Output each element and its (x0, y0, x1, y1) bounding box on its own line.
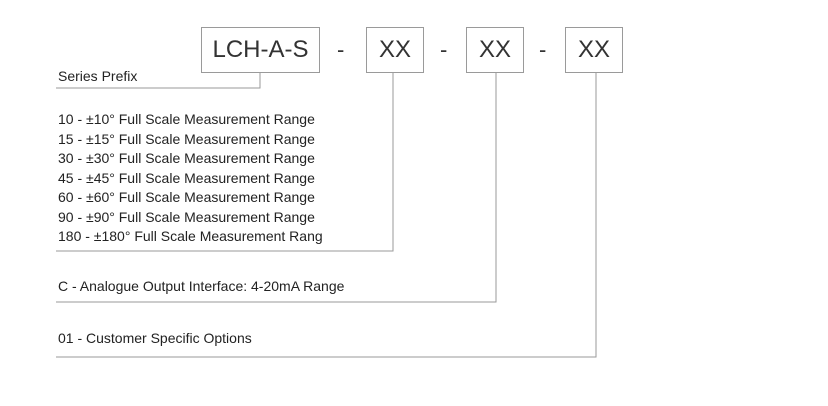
options-code-placeholder: XX (577, 36, 610, 63)
range-item: 60 - ±60° Full Scale Measurement Range (58, 189, 315, 205)
customer-options-label: 01 - Customer Specific Options (58, 330, 252, 346)
range-item: 90 - ±90° Full Scale Measurement Range (58, 208, 315, 225)
range-item: 10 - ±10° Full Scale Measurement Range (58, 111, 315, 127)
separator-dash: - (539, 37, 547, 62)
output-interface-label: C - Analogue Output Interface: 4-20mA Ra… (58, 278, 345, 294)
range-item: 45 - ±45° Full Scale Measurement Range (58, 169, 315, 186)
series-prefix-label: Series Prefix (58, 68, 138, 84)
range-item: 180 - ±180° Full Scale Measurement Rang (58, 228, 323, 244)
range-code-box: XX (366, 27, 424, 73)
range-code-placeholder: XX (378, 36, 411, 63)
range-item: 15 - ±15° Full Scale Measurement Range (58, 130, 315, 147)
interface-code-box: XX (466, 27, 524, 73)
separator-dash: - (440, 37, 448, 62)
series-prefix-connector (56, 73, 261, 89)
options-code-box: XX (565, 27, 623, 73)
series-prefix-code: LCH-A-S (212, 36, 309, 63)
interface-code-placeholder: XX (478, 36, 511, 63)
separator-dash: - (337, 37, 345, 62)
range-item: 30 - ±30° Full Scale Measurement Range (58, 150, 315, 166)
range-list: 10 - ±10° Full Scale Measurement Range 1… (58, 110, 323, 247)
range-connector (56, 73, 394, 252)
series-prefix-box: LCH-A-S (201, 27, 320, 73)
options-connector (56, 73, 597, 358)
interface-connector (56, 73, 497, 303)
